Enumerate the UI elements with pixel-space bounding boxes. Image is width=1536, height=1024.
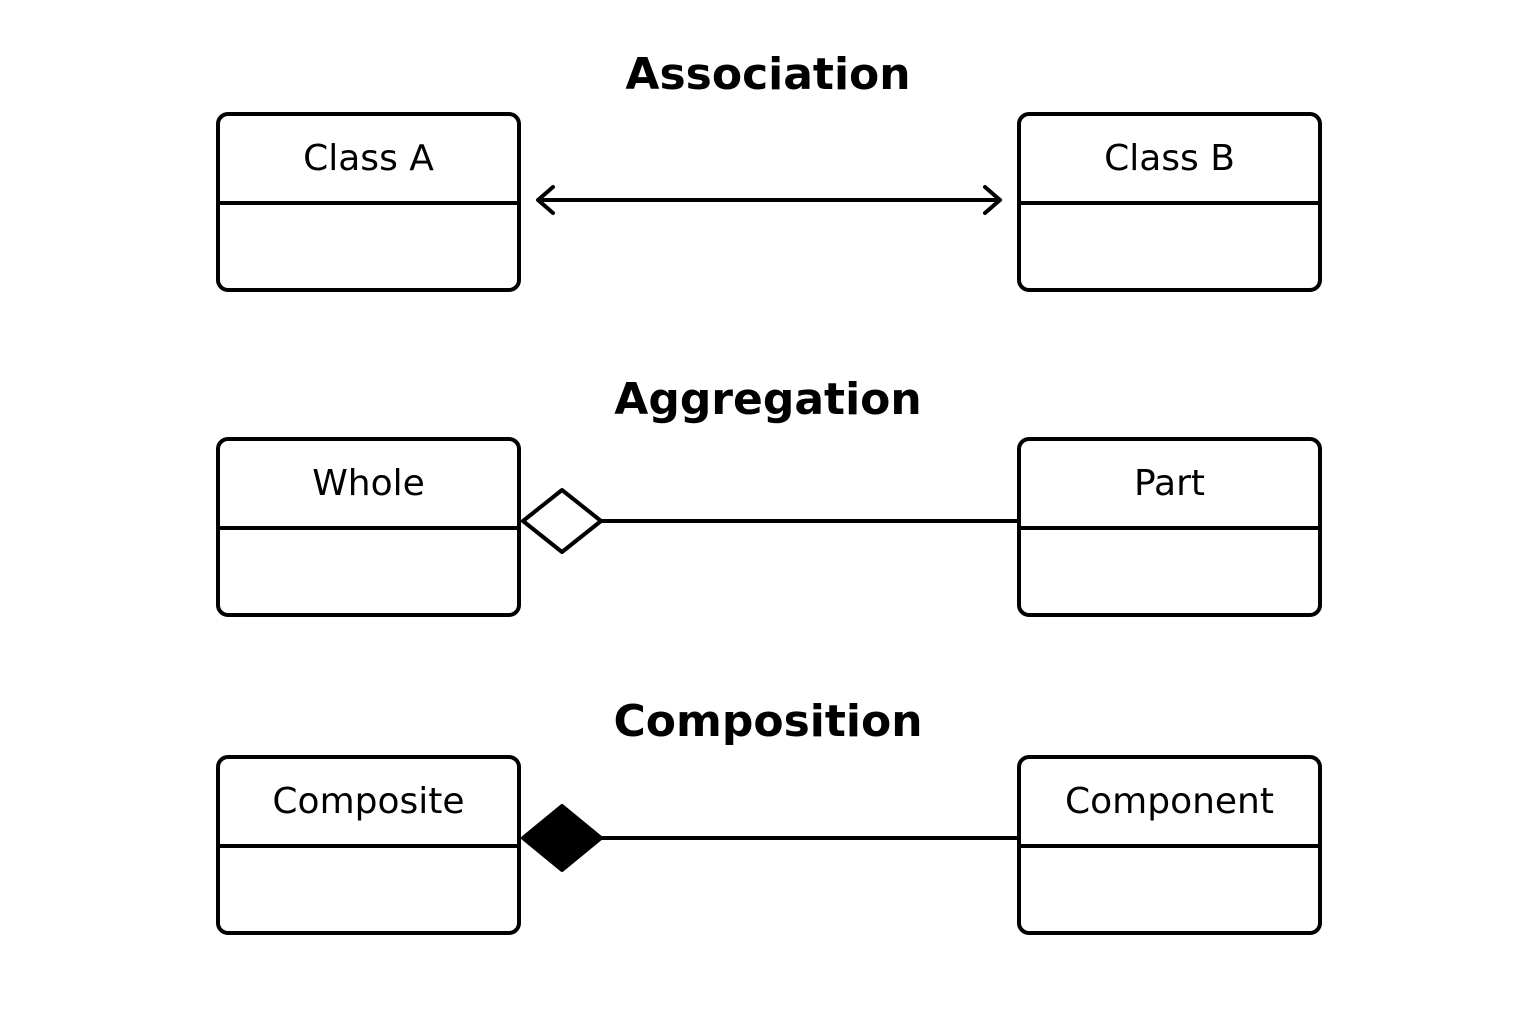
composition-title: Composition — [613, 696, 923, 747]
filled-diamond-icon — [521, 804, 603, 872]
arrowhead-right-icon — [983, 185, 1002, 215]
component-class-box: Component — [1017, 755, 1322, 935]
part-class-name: Part — [1021, 441, 1318, 530]
class-a-box: Class A — [216, 112, 521, 292]
whole-class-box: Whole — [216, 437, 521, 617]
part-class-box: Part — [1017, 437, 1322, 617]
class-b-box: Class B — [1017, 112, 1322, 292]
composition-connector — [521, 804, 1019, 872]
composite-class-name: Composite — [220, 759, 517, 848]
aggregation-connector — [521, 488, 1019, 554]
association-title: Association — [625, 49, 911, 100]
component-class-name: Component — [1021, 759, 1318, 848]
aggregation-title: Aggregation — [614, 374, 922, 425]
arrowhead-left-icon — [536, 185, 555, 215]
whole-class-name: Whole — [220, 441, 517, 530]
hollow-diamond-icon — [521, 488, 603, 554]
composite-class-box: Composite — [216, 755, 521, 935]
class-b-name: Class B — [1021, 116, 1318, 205]
association-connector — [536, 185, 1002, 215]
class-a-name: Class A — [220, 116, 517, 205]
